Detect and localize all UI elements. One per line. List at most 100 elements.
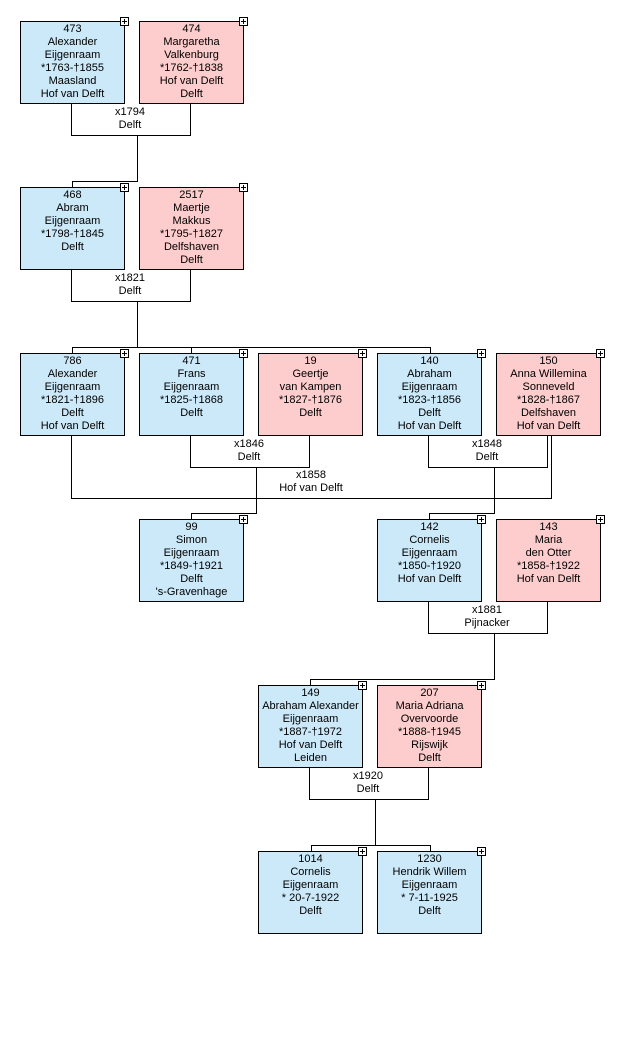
expand-plus-icon[interactable] — [239, 183, 248, 192]
person-surname: Eijgenraam — [163, 547, 220, 559]
connector-line — [429, 513, 430, 519]
connector-line — [191, 513, 257, 514]
marriage-date: x1920 — [353, 770, 383, 782]
expand-plus-icon[interactable] — [477, 515, 486, 524]
connector-line — [428, 633, 548, 634]
person-given-name: Alexander — [47, 368, 98, 380]
connector-line — [551, 436, 552, 498]
person-detail: Hof van Delft — [278, 739, 343, 751]
expand-plus-icon[interactable] — [596, 349, 605, 358]
marriage-date: x1858 — [296, 469, 326, 481]
person-detail: Delft — [418, 407, 441, 419]
connector-line — [429, 513, 495, 514]
person-given-name: Abraham Alexander — [262, 700, 359, 712]
person-id: 471 — [182, 355, 201, 367]
marriage-place: Delft — [475, 451, 499, 463]
person-detail: Hof van Delft — [516, 573, 581, 585]
connector-line — [137, 301, 138, 348]
expand-plus-icon[interactable] — [120, 183, 129, 192]
connector-line — [428, 436, 429, 467]
person-detail: Delft — [180, 88, 203, 100]
person-detail: Delft — [180, 254, 203, 266]
person-detail: *1827-†1876 — [278, 394, 342, 406]
person-detail: Delft — [299, 407, 322, 419]
person-detail: Hof van Delft — [516, 420, 581, 432]
expand-plus-icon[interactable] — [358, 681, 367, 690]
marriage-date: x1846 — [234, 438, 264, 450]
connector-line — [310, 679, 495, 680]
person-given-name: Cornelis — [290, 866, 331, 878]
person-given-name: Frans — [177, 368, 206, 380]
expand-plus-icon[interactable] — [239, 349, 248, 358]
person-surname: Valkenburg — [164, 49, 219, 61]
person-id: 786 — [63, 355, 82, 367]
person-id: 473 — [63, 23, 82, 35]
expand-plus-icon[interactable] — [477, 681, 486, 690]
connector-line — [494, 467, 495, 513]
person-id: 474 — [182, 23, 201, 35]
expand-plus-icon[interactable] — [477, 847, 486, 856]
expand-plus-icon[interactable] — [596, 515, 605, 524]
marriage-label-1920: x1920 Delft — [353, 770, 383, 796]
expand-plus-icon[interactable] — [239, 17, 248, 26]
connector-line — [71, 301, 191, 302]
connector-line — [72, 181, 138, 182]
marriage-label-1794: x1794 Delft — [115, 106, 145, 132]
person-id: 19 — [304, 355, 317, 367]
person-detail: Hof van Delft — [40, 88, 105, 100]
marriage-label-1846: x1846 Delft — [234, 438, 264, 464]
person-detail: *1825-†1868 — [159, 394, 223, 406]
connector-line — [375, 799, 376, 845]
person-detail: *1821-†1896 — [40, 394, 104, 406]
connector-line — [137, 135, 138, 181]
connector-line — [311, 845, 431, 846]
marriage-place: Delft — [356, 783, 380, 795]
person-detail: Hof van Delft — [40, 420, 105, 432]
connector-line — [547, 436, 548, 467]
marriage-date: x1881 — [472, 604, 502, 616]
marriage-place: Delft — [118, 119, 142, 131]
person-detail: Delfshaven — [520, 407, 577, 419]
person-id: 207 — [420, 687, 439, 699]
person-detail: Maasland — [48, 75, 97, 87]
connector-line — [547, 602, 548, 633]
expand-plus-icon[interactable] — [358, 847, 367, 856]
person-given-name: Abram — [56, 202, 89, 214]
person-detail: Rijswijk — [411, 739, 448, 751]
person-detail: Delfshaven — [163, 241, 220, 253]
person-detail: Delft — [299, 905, 322, 917]
expand-plus-icon[interactable] — [477, 349, 486, 358]
expand-plus-icon[interactable] — [120, 17, 129, 26]
person-detail: *1887-†1972 — [278, 726, 342, 738]
person-surname: Eijgenraam — [282, 713, 339, 725]
expand-plus-icon[interactable] — [120, 349, 129, 358]
person-detail: Hof van Delft — [397, 573, 462, 585]
connector-line — [71, 270, 72, 301]
connector-line — [430, 347, 431, 353]
person-detail: *1850-†1920 — [397, 560, 461, 572]
connector-line — [310, 679, 311, 685]
person-detail: 's-Gravenhage — [155, 586, 228, 598]
person-detail: *1828-†1867 — [516, 394, 580, 406]
connector-line — [190, 104, 191, 135]
expand-plus-icon[interactable] — [239, 515, 248, 524]
expand-plus-icon[interactable] — [358, 349, 367, 358]
connector-line — [71, 104, 72, 135]
connector-line — [190, 467, 310, 468]
